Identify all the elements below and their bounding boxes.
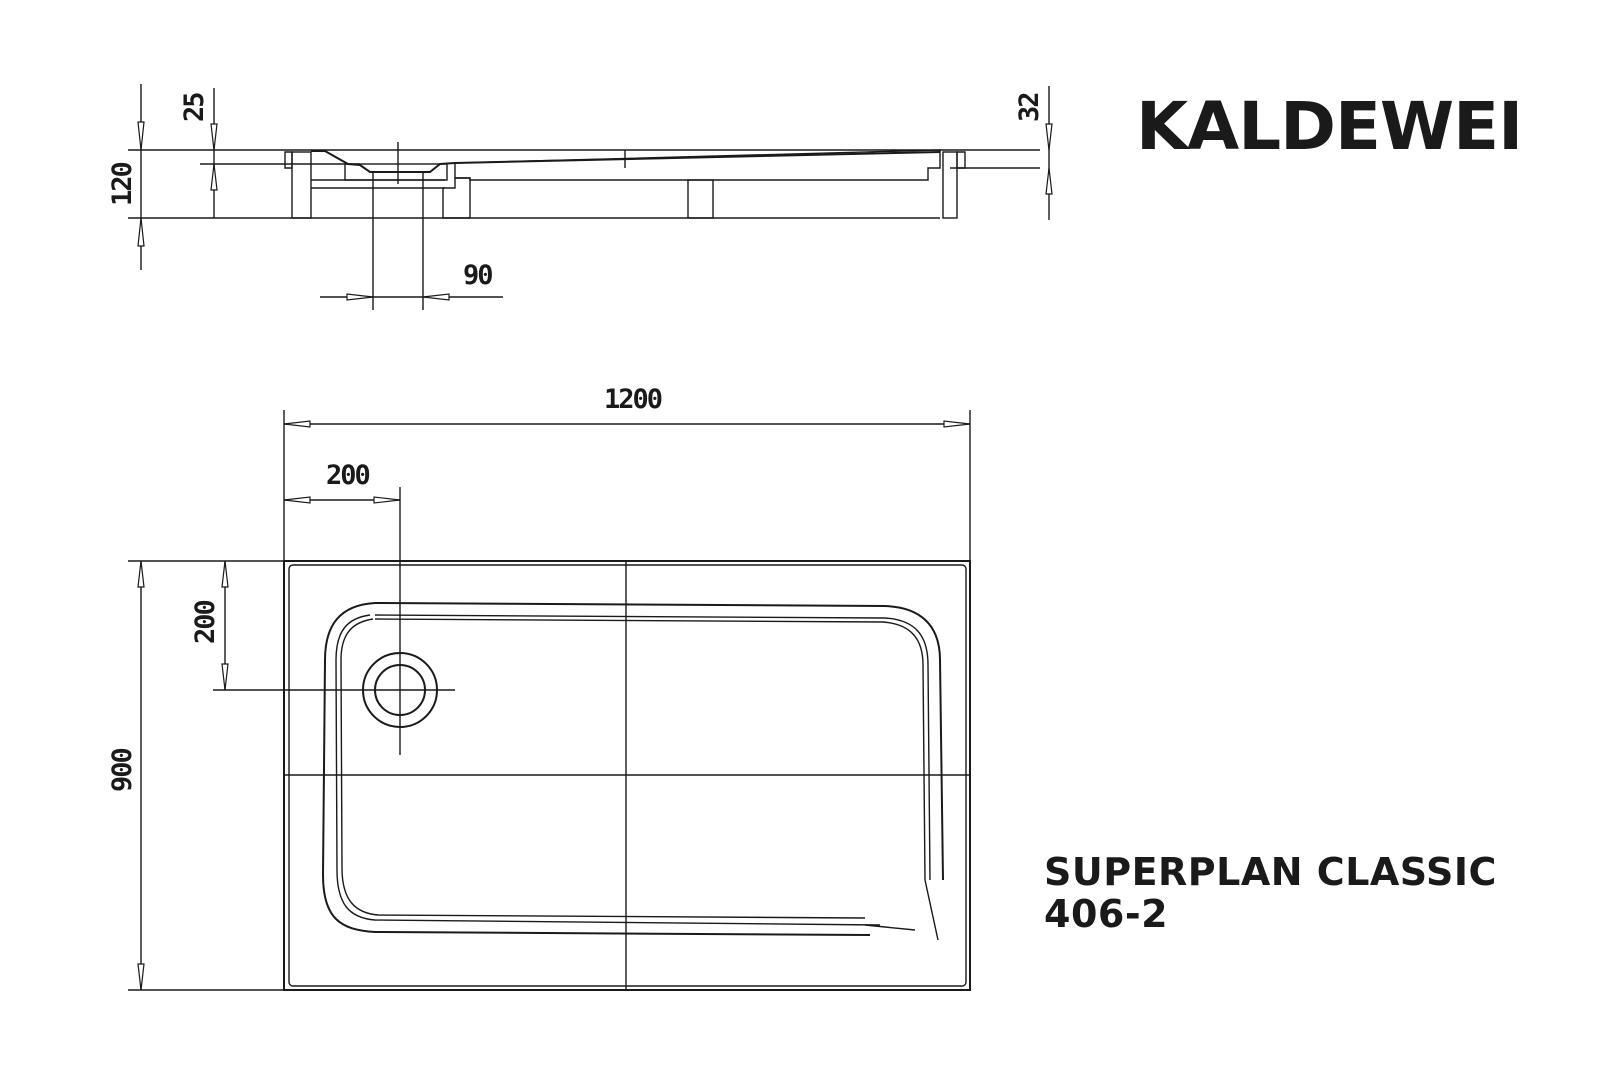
product-title-block: SUPERPLAN CLASSIC 406-2	[1044, 850, 1497, 936]
dim-label-1200: 1200	[604, 384, 662, 415]
dim-label-90: 90	[463, 260, 492, 291]
dim-label-32: 32	[1014, 93, 1045, 122]
dim-label-900: 900	[107, 748, 138, 792]
kaldewei-logo: KALDEWEI	[1136, 88, 1523, 165]
product-model-number: 406-2	[1044, 891, 1169, 936]
product-name: SUPERPLAN CLASSIC	[1044, 850, 1497, 894]
dim-label-25: 25	[179, 93, 210, 122]
dim-label-200-horizontal: 200	[326, 460, 370, 491]
dim-label-200-vertical: 200	[190, 600, 221, 644]
plan-view	[128, 410, 971, 991]
section-view	[128, 84, 1053, 310]
dim-label-120: 120	[107, 162, 138, 206]
